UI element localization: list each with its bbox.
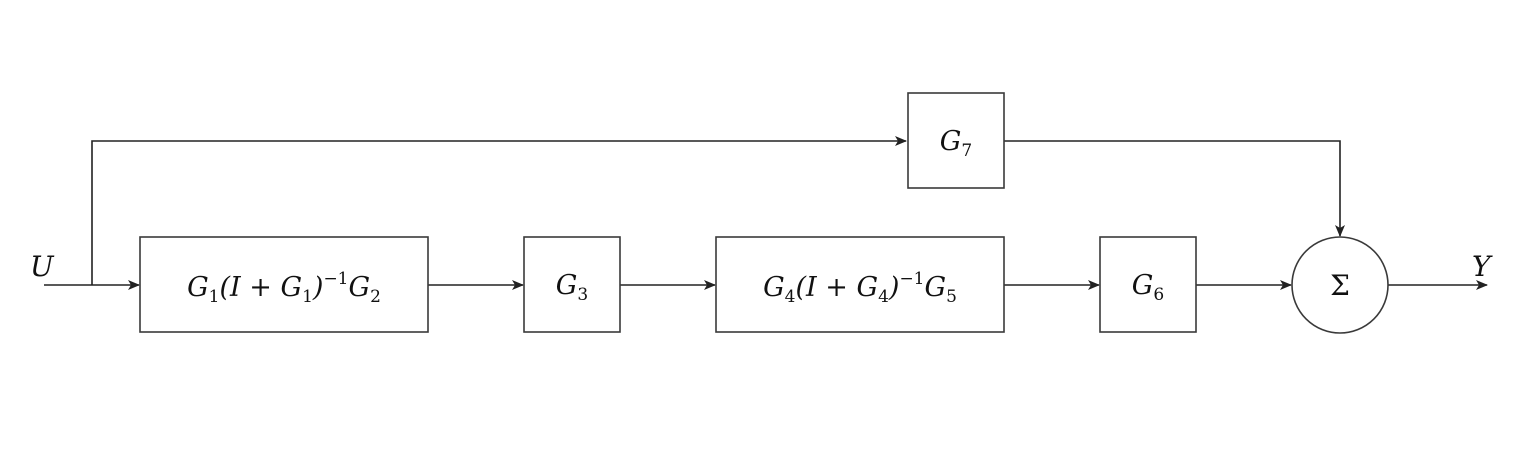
sum-symbol: Σ [1330, 269, 1350, 302]
summing-junction: Σ [1291, 236, 1389, 334]
block-g6-label: G6 [1132, 270, 1164, 305]
block-g6: G6 [1099, 236, 1197, 333]
block-g1-g2: G1(I + G1)−1G2 [139, 236, 429, 333]
block-g4-g5-label: G4(I + G4)−1G5 [763, 269, 957, 307]
block-g7: G7 [907, 92, 1005, 189]
output-label: Y [1472, 250, 1493, 283]
block-g7-label: G7 [940, 126, 972, 161]
block-g3-label: G3 [556, 270, 588, 305]
input-label: U [30, 250, 55, 283]
block-g1-g2-label: G1(I + G1)−1G2 [187, 269, 381, 307]
feedforward-wire [91, 136, 907, 285]
block-g4-g5: G4(I + G4)−1G5 [715, 236, 1005, 333]
block-g3: G3 [523, 236, 621, 333]
wire-g7-to-sum [1004, 140, 1345, 237]
